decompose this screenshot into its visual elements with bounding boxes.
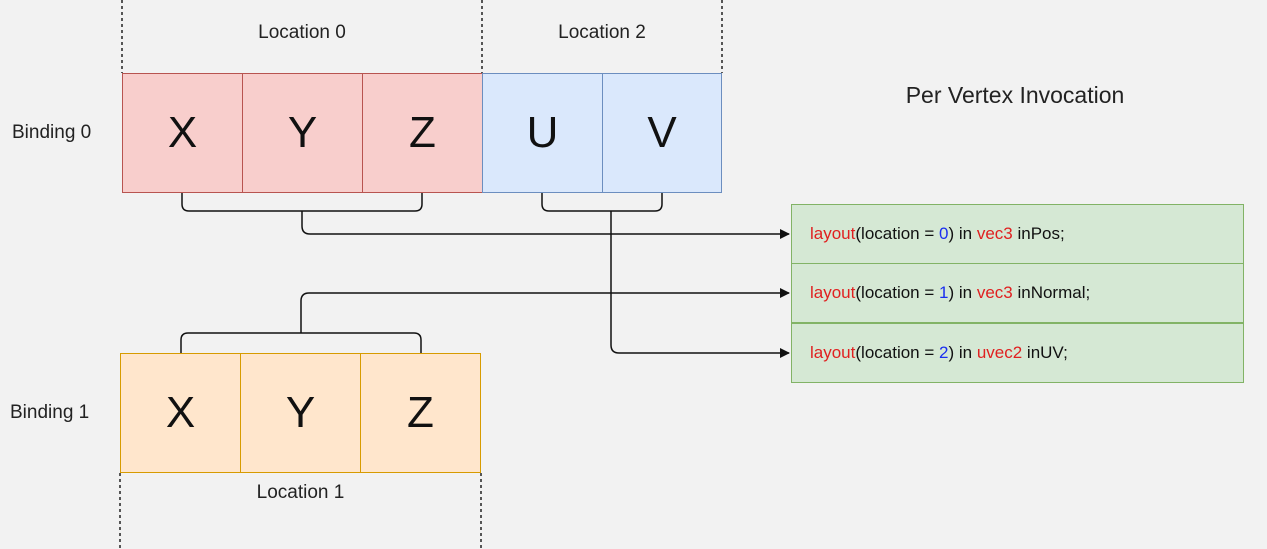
code-text: (location = [855, 224, 940, 243]
binding-0-cell-v: V [602, 73, 722, 193]
code-text: (location = [855, 343, 940, 362]
binding-1-label: Binding 1 [10, 402, 90, 423]
code-text: ) in [948, 283, 977, 302]
location-1-label: Location 1 [256, 482, 345, 503]
code-text: ) in [948, 343, 977, 362]
binding-0-cell-x: X [122, 73, 243, 193]
keyword: layout [810, 283, 856, 302]
keyword: layout [810, 224, 856, 243]
binding-0-cell-y: Y [242, 73, 363, 193]
variable-name: inUV; [1022, 343, 1068, 362]
normal-bracket [180, 332, 422, 353]
location-number: 0 [939, 224, 949, 243]
variable-name: inPos; [1012, 224, 1065, 243]
position-wire [301, 211, 790, 239]
location-number: 1 [939, 283, 949, 302]
binding-1-cell-z: Z [360, 353, 481, 473]
location-2-label: Location 2 [558, 22, 646, 43]
binding-0-label: Binding 0 [12, 122, 92, 143]
code-text: ) in [948, 224, 977, 243]
variable-name: inNormal; [1012, 283, 1091, 302]
uv-wire [610, 211, 790, 358]
type-keyword: uvec2 [976, 343, 1023, 362]
location-number: 2 [939, 343, 949, 362]
binding-0-cell-u: U [482, 73, 603, 193]
position-bracket [181, 193, 423, 212]
binding-0-cell-z: Z [362, 73, 483, 193]
type-keyword: vec3 [976, 283, 1013, 302]
code-text: (location = [855, 283, 940, 302]
binding-1-cell-y: Y [240, 353, 361, 473]
normal-wire [300, 288, 790, 333]
type-keyword: vec3 [976, 224, 1013, 243]
diagram-title: Per Vertex Invocation [905, 82, 1125, 108]
location-0-label: Location 0 [258, 22, 346, 43]
uv-bracket [541, 193, 663, 212]
shader-line-inuv: layout(location = 2) in uvec2 inUV; [791, 323, 1244, 383]
keyword: layout [810, 343, 856, 362]
shader-line-inpos: layout(location = 0) in vec3 inPos; [791, 204, 1244, 264]
binding-1-cell-x: X [120, 353, 241, 473]
shader-line-innormal: layout(location = 1) in vec3 inNormal; [791, 263, 1244, 323]
